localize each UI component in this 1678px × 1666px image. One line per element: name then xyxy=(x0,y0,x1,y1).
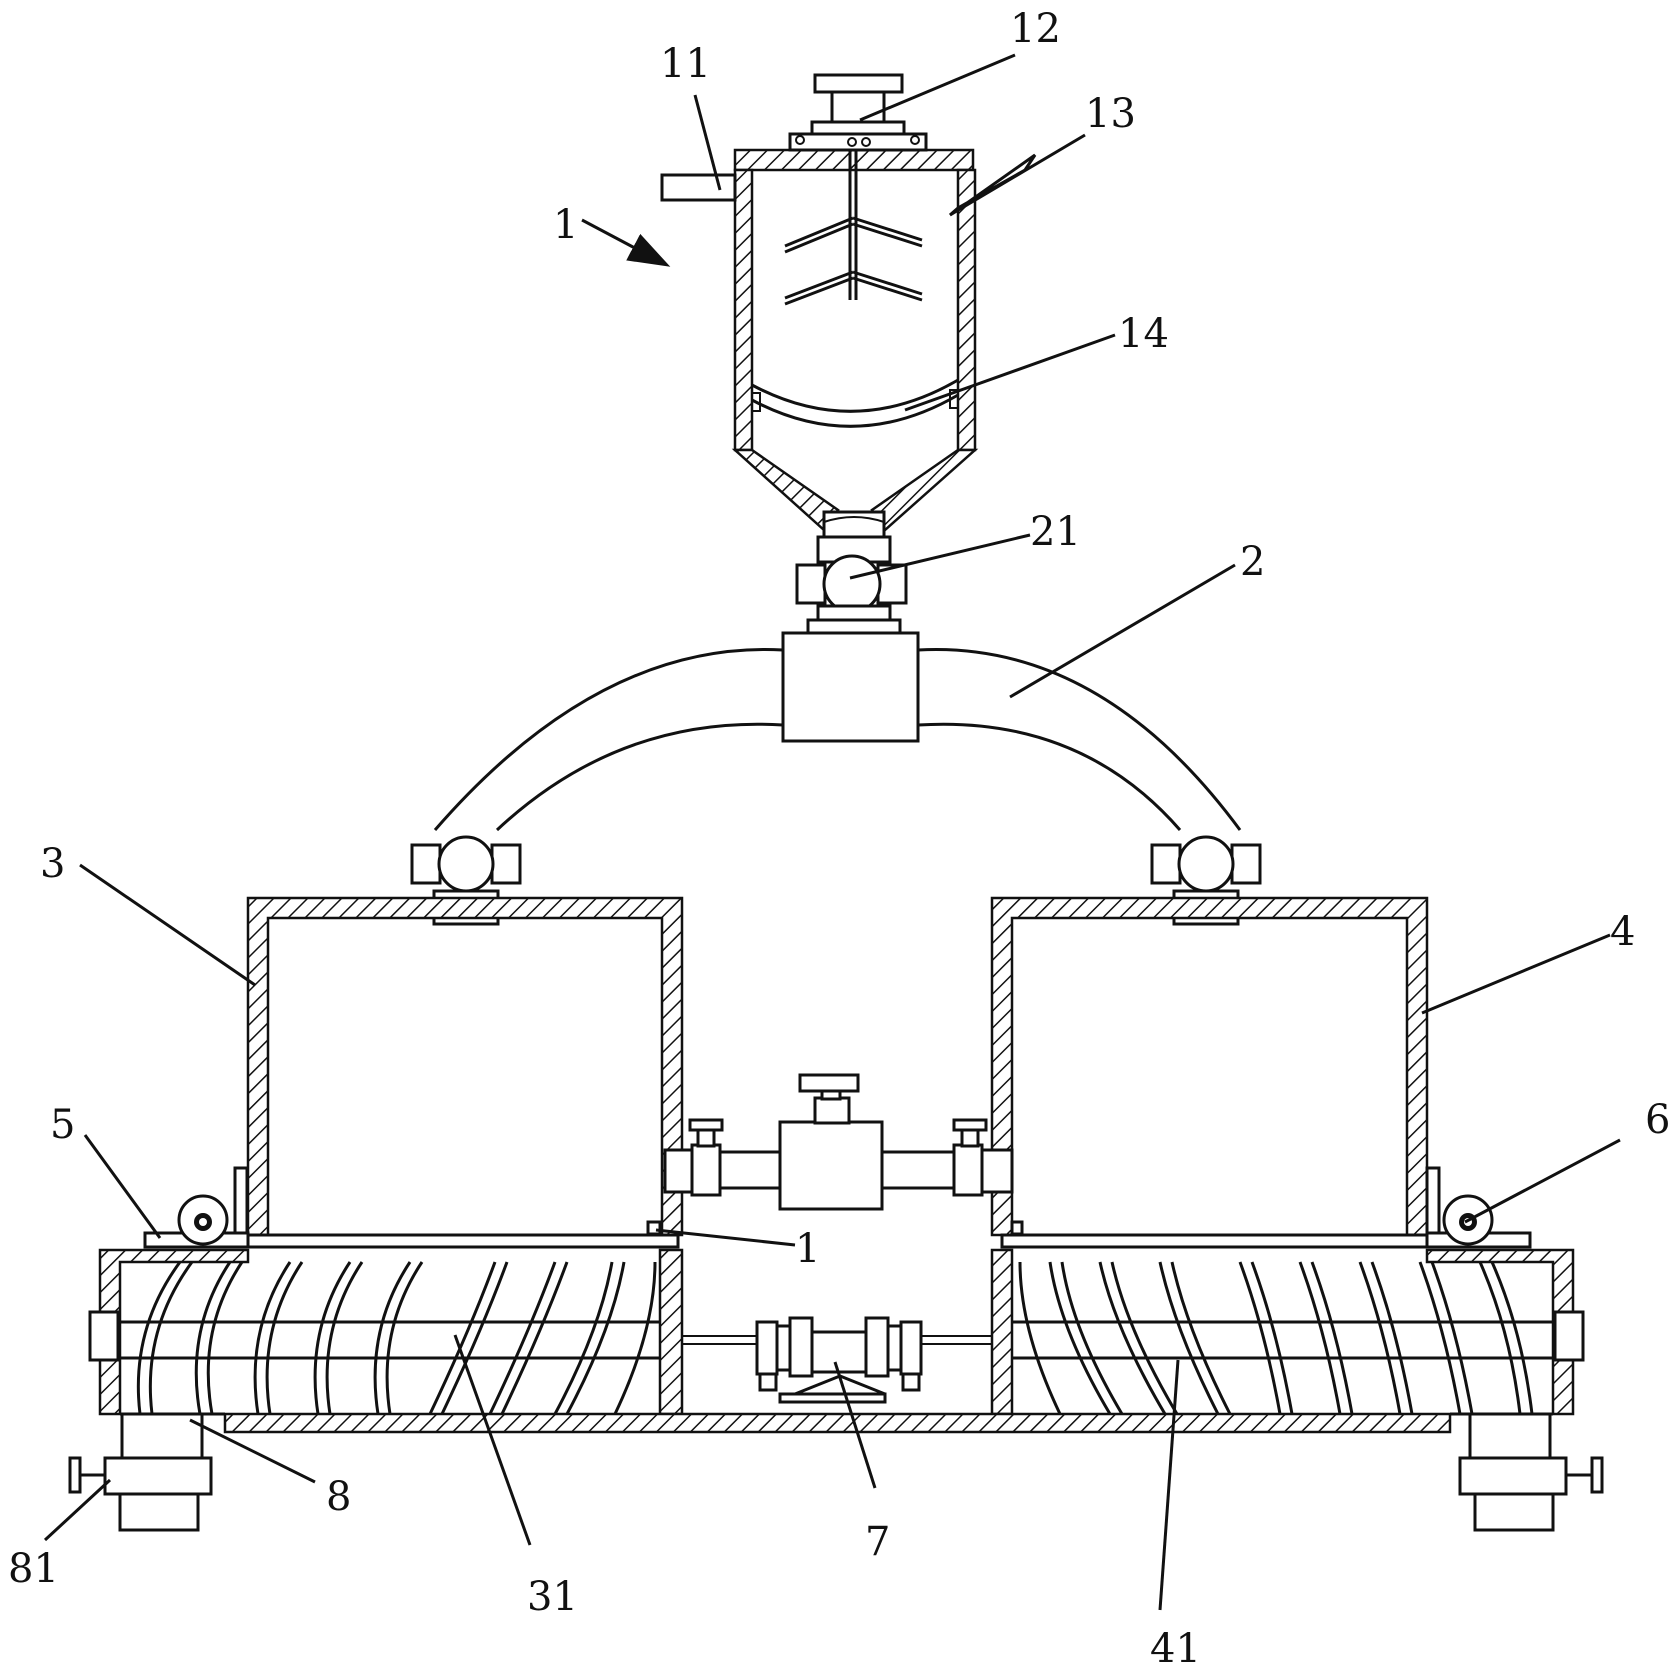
motor-base xyxy=(788,132,928,152)
label-2: 2 xyxy=(1240,539,1265,585)
label-1-arrow xyxy=(581,218,671,267)
right-tank xyxy=(990,896,1429,1237)
tank-right-wall xyxy=(956,168,977,452)
label-4: 4 xyxy=(1610,909,1635,955)
left-tank xyxy=(246,896,684,1237)
label-5: 5 xyxy=(50,1102,75,1148)
label-21: 21 xyxy=(1030,509,1081,555)
inlet-pipe xyxy=(660,173,737,202)
bracket-1b xyxy=(1010,1220,1024,1236)
label-11: 11 xyxy=(660,41,711,87)
left-outlet xyxy=(68,1412,213,1532)
cone-right xyxy=(870,448,979,532)
distribution-pipe xyxy=(433,631,1242,832)
right-outlet xyxy=(1458,1412,1604,1532)
label-13: 13 xyxy=(1085,91,1136,137)
label-14: 14 xyxy=(1118,311,1169,357)
motor-cap xyxy=(813,73,904,94)
label-6: 6 xyxy=(1645,1097,1670,1143)
label-7: 7 xyxy=(865,1519,890,1565)
screw-conveyors xyxy=(88,1248,1585,1434)
label-41: 41 xyxy=(1150,1626,1201,1666)
tank-outlet xyxy=(822,510,886,539)
tank-lid xyxy=(733,148,975,172)
motor-flange xyxy=(810,120,906,136)
leader-lines xyxy=(43,53,1621,1611)
pump-body xyxy=(778,1120,884,1211)
label-1: 1 xyxy=(553,202,578,248)
label-31: 31 xyxy=(527,1574,578,1620)
label-8: 8 xyxy=(326,1474,351,1520)
tank-left-wall xyxy=(733,168,754,452)
bracket-1 xyxy=(646,1220,662,1236)
label-1-bracket: 1 xyxy=(795,1226,820,1272)
valve-21 xyxy=(795,535,908,637)
label-12: 12 xyxy=(1010,6,1061,52)
cone-left xyxy=(731,448,840,532)
connecting-pipe xyxy=(663,1073,1014,1211)
motor-body xyxy=(830,90,886,124)
drive-motor xyxy=(755,1316,923,1404)
mixing-tank xyxy=(660,73,1037,539)
pipe-junction-box xyxy=(781,631,920,743)
label-3: 3 xyxy=(40,841,65,887)
label-81: 81 xyxy=(8,1546,59,1592)
base-plates xyxy=(143,1166,1532,1249)
